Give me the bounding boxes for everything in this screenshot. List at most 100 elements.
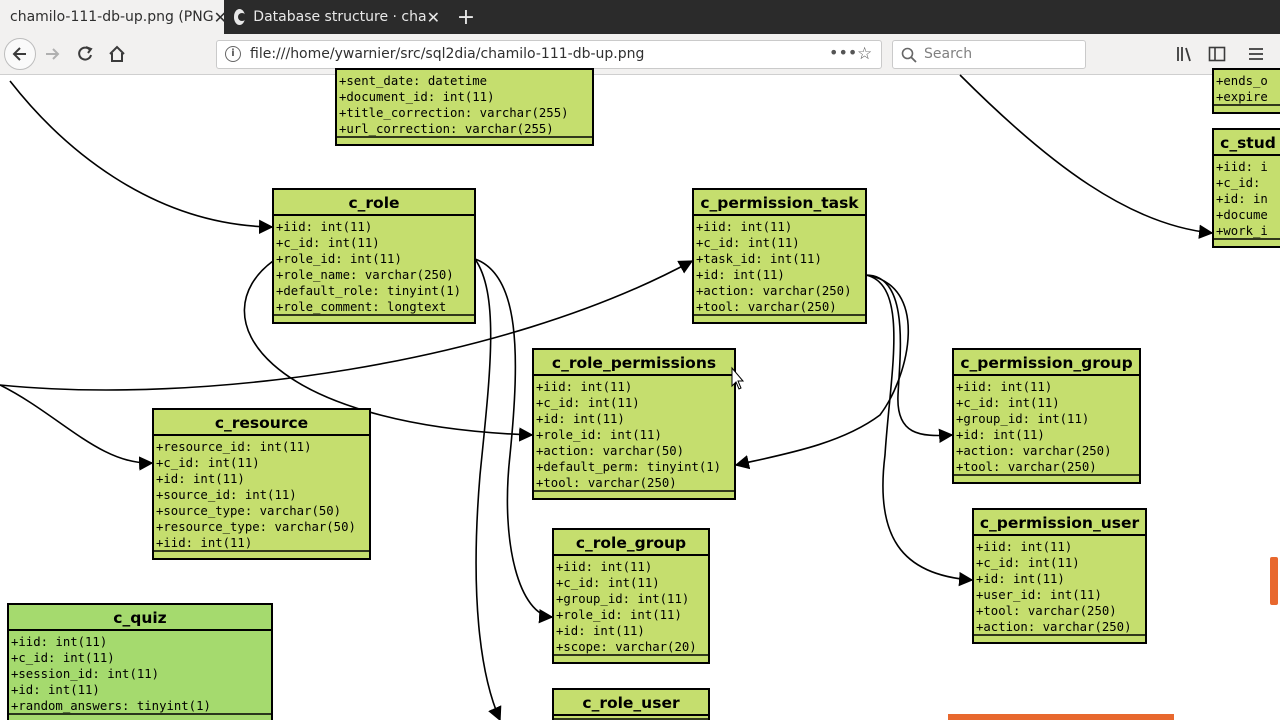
close-icon[interactable]: ✕	[213, 7, 227, 27]
table-field: +group_id: int(11)	[556, 592, 689, 606]
table-box	[7, 603, 273, 720]
relationship-connector	[865, 274, 974, 587]
diagram-tables: +sent_date: datetime +document_id: int(11…	[7, 68, 1280, 720]
table-name: c_role_user	[582, 694, 680, 712]
tab-bar: chamilo-111-db-up.png (PNG ✕ Database st…	[0, 0, 1280, 34]
forward-icon	[46, 48, 60, 60]
table-field: +action: varchar(250)	[956, 444, 1111, 458]
table-c-role: c_role+iid: int(11)+c_id: int(11)+role_i…	[272, 188, 476, 324]
page-info-icon[interactable]: i	[225, 46, 241, 62]
close-icon[interactable]: ✕	[426, 7, 440, 27]
table-field: +c_id: int(11)	[11, 651, 115, 665]
table-field: +id: int(11)	[11, 683, 100, 697]
table-field: +default_role: tinyint(1)	[276, 284, 461, 298]
menu-icon	[1249, 48, 1263, 60]
url-text[interactable]: file:///home/ywarnier/src/sql2dia/chamil…	[250, 46, 645, 62]
table-field: +c_id:	[1216, 176, 1260, 190]
table-box	[335, 68, 594, 146]
table-name: c_permission_group	[960, 354, 1132, 372]
search-input[interactable]: Search	[892, 40, 1086, 69]
table-field: +source_type: varchar(50)	[156, 504, 341, 518]
table-field: +action: varchar(250)	[696, 284, 851, 298]
tab-title: chamilo-111-db-up.png (PNG	[10, 9, 214, 25]
tab-database-structure[interactable]: Database structure · cha ✕	[224, 0, 450, 34]
table-field: +iid: int(11)	[696, 220, 792, 234]
table-box	[692, 188, 867, 324]
tab-title: Database structure · cha	[253, 9, 427, 25]
table-box	[272, 188, 476, 324]
table-field: +title_correction: varchar(255)	[339, 106, 569, 120]
back-button[interactable]	[4, 38, 36, 70]
table-c-permission-task: c_permission_task+iid: int(11)+c_id: int…	[692, 188, 867, 324]
table-name: c_role_group	[576, 534, 686, 552]
relationship-connector	[474, 258, 502, 720]
home-button[interactable]	[102, 40, 132, 68]
table-field: +iid: i	[1216, 160, 1268, 174]
table-top-table: +sent_date: datetime +document_id: int(11…	[335, 68, 594, 146]
er-diagram-image: +sent_date: datetime +document_id: int(11…	[0, 68, 1280, 720]
table-field: +c_id: int(11)	[556, 576, 660, 590]
page-actions-icon[interactable]: •••	[829, 43, 858, 62]
table-name: c_stud	[1220, 134, 1276, 152]
table-c-resource: c_resource+resource_id: int(11)+c_id: in…	[152, 408, 371, 560]
table-field: +iid: int(11)	[536, 380, 632, 394]
table-field: +work_i	[1216, 224, 1268, 238]
table-field: +role_id: int(11)	[536, 428, 662, 442]
table-field: +action: varchar(50)	[536, 444, 684, 458]
table-field: +document_id: int(11)	[339, 90, 494, 104]
table-field: +group_id: int(11)	[956, 412, 1089, 426]
library-button[interactable]	[1174, 44, 1196, 64]
table-field: +resource_type: varchar(50)	[156, 520, 356, 534]
table-field: +tool: varchar(250)	[976, 604, 1117, 618]
table-field: +c_id: int(11)	[156, 456, 260, 470]
table-field: +session_id: int(11)	[11, 667, 159, 681]
relationship-connector	[0, 260, 694, 391]
table-field: +c_id: int(11)	[956, 396, 1060, 410]
table-c-stud: c_stud +iid: i +c_id: +id: in +docume +work_i	[1212, 128, 1280, 248]
table-field: +iid: int(11)	[276, 220, 372, 234]
table-field: +tool: varchar(250)	[536, 476, 677, 490]
table-field: +id: int(11)	[536, 412, 625, 426]
table-c-permission-user: c_permission_user+iid: int(11)+c_id: int…	[972, 508, 1147, 644]
table-name: c_quiz	[113, 609, 166, 627]
table-box	[1212, 128, 1280, 248]
table-field: +iid: int(11)	[11, 635, 107, 649]
library-icon	[1177, 47, 1191, 62]
sidebar-button[interactable]	[1206, 44, 1228, 64]
relationship-connector	[865, 274, 954, 443]
table-field: +sent_date: datetime	[339, 74, 487, 88]
table-field: +source_id: int(11)	[156, 488, 297, 502]
table-field: +tool: varchar(250)	[956, 460, 1097, 474]
vertical-scrollbar-thumb[interactable]	[1270, 557, 1278, 605]
table-field: +expire	[1216, 90, 1268, 104]
navigation-toolbar: i file:///home/ywarnier/src/sql2dia/cham…	[0, 34, 1280, 75]
horizontal-scrollbar-thumb[interactable]	[948, 714, 1174, 720]
table-field: +c_id: int(11)	[976, 556, 1080, 570]
new-tab-icon[interactable]: +	[456, 4, 476, 30]
table-field: +id: int(11)	[976, 572, 1065, 586]
reload-icon	[78, 46, 93, 61]
url-bar[interactable]: i file:///home/ywarnier/src/sql2dia/cham…	[216, 40, 882, 69]
bookmark-star-icon[interactable]: ☆	[857, 44, 873, 64]
table-field: +id: int(11)	[156, 472, 245, 486]
table-field: +action: varchar(250)	[976, 620, 1131, 634]
sidebar-icon	[1208, 46, 1226, 62]
table-c-role-group: c_role_group+iid: int(11)+c_id: int(11)+…	[552, 528, 710, 664]
reload-button[interactable]	[70, 40, 100, 68]
forward-button[interactable]	[38, 40, 68, 68]
table-c-permission-group: c_permission_group+iid: int(11)+c_id: in…	[952, 348, 1141, 484]
relationship-connector	[734, 274, 910, 470]
table-field: +ends_o	[1216, 74, 1268, 88]
table-name: c_resource	[215, 414, 308, 432]
table-field: +task_id: int(11)	[696, 252, 822, 266]
table-field: +c_id: int(11)	[696, 236, 800, 250]
relationship-lines	[0, 74, 1214, 720]
table-field: +id: in	[1216, 192, 1268, 206]
table-field: +docume	[1216, 208, 1268, 222]
image-viewport[interactable]: +sent_date: datetime +document_id: int(11…	[0, 68, 1280, 720]
tab-png-image[interactable]: chamilo-111-db-up.png (PNG ✕	[0, 0, 227, 34]
home-icon	[109, 45, 125, 62]
back-icon	[12, 47, 26, 61]
menu-button[interactable]	[1245, 44, 1267, 64]
relationship-connector	[0, 384, 154, 471]
